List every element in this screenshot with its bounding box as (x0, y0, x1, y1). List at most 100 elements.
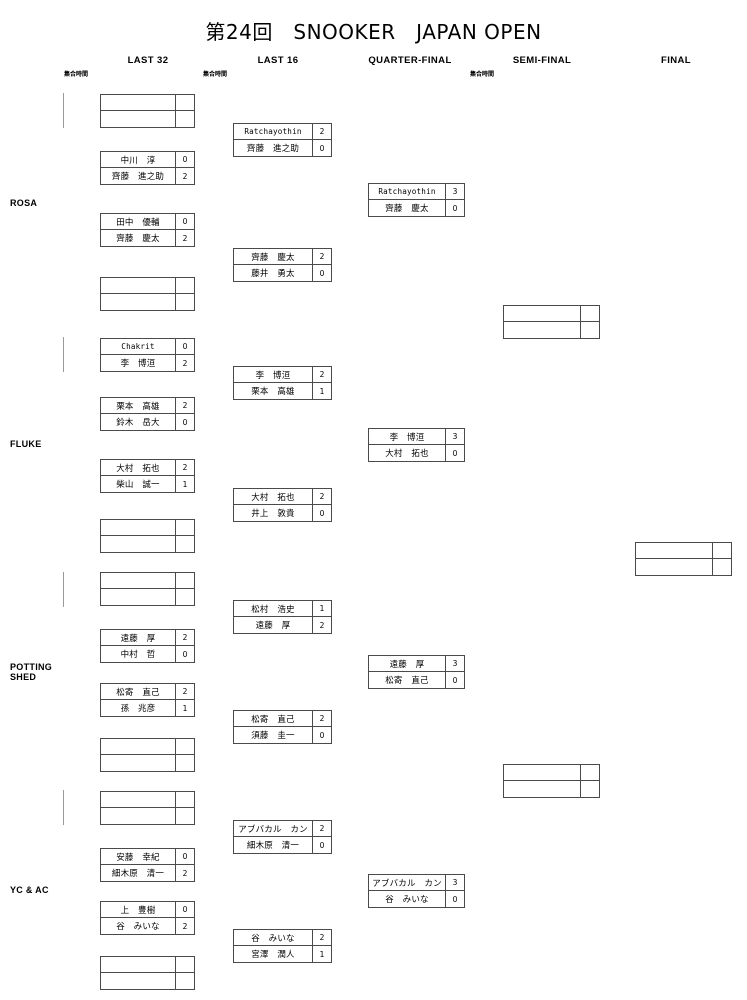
player-name: Ratchayothin (378, 187, 436, 196)
round-header-last-32: LAST 32 (127, 55, 169, 66)
player-name: 松寄 直己 (251, 714, 295, 725)
player-score: 0 (175, 214, 194, 229)
player-name: アブバカル カン (238, 824, 308, 835)
player-score (580, 306, 599, 321)
player-name (101, 95, 175, 110)
match-last32-4[interactable] (100, 277, 195, 311)
meet-time-semi-final: 集合時間 (470, 71, 495, 78)
player-name: 李 博洹 (120, 359, 156, 369)
player-name: 栗本 高雄 (251, 387, 295, 397)
player-name: 遠藤 厚 (255, 621, 291, 631)
player-score: 0 (445, 445, 464, 461)
player-score: 2 (175, 398, 194, 413)
player-name: 齊藤 慶太 (385, 204, 429, 214)
player-score: 2 (312, 821, 331, 836)
player-name: 松寄 直己 (385, 676, 429, 686)
player-score: 2 (175, 865, 194, 881)
player-name: 谷 みいな (116, 922, 160, 932)
player-score (175, 973, 194, 989)
match-last32-13[interactable] (100, 791, 195, 825)
player-score (175, 520, 194, 535)
player-name (101, 520, 175, 535)
player-score: 0 (175, 902, 194, 917)
player-score (175, 278, 194, 293)
round-header-semi-final: SEMI-FINAL (512, 55, 572, 66)
player-name: 谷 みいな (385, 895, 429, 905)
venue-label-fluke: FLUKE (10, 439, 42, 449)
player-score (175, 536, 194, 552)
guide-line-fluke (63, 337, 64, 372)
meet-time-last-32: 集合時間 (64, 71, 89, 78)
match-last32-9[interactable] (100, 572, 195, 606)
player-name: 中川 淳 (120, 155, 156, 166)
player-score: 2 (312, 489, 331, 504)
player-name: 細木原 清一 (246, 841, 300, 851)
player-score: 2 (175, 460, 194, 475)
player-name: Chakrit (121, 342, 155, 351)
match-last32-16[interactable] (100, 956, 195, 990)
player-score: 1 (175, 476, 194, 492)
player-score (712, 559, 731, 575)
player-name: 藤井 勇太 (251, 269, 295, 279)
player-name (101, 792, 175, 807)
player-score: 0 (175, 849, 194, 864)
player-score: 2 (175, 230, 194, 246)
player-score (175, 95, 194, 110)
player-name: 大村 拓也 (385, 449, 429, 459)
player-name: 松村 浩史 (251, 604, 295, 615)
match-last32-8[interactable] (100, 519, 195, 553)
guide-line-yc-ac (63, 790, 64, 825)
player-score: 0 (175, 646, 194, 662)
player-score: 1 (312, 383, 331, 399)
player-score: 1 (175, 700, 194, 716)
player-name: 遠藤 厚 (389, 659, 425, 670)
player-name (504, 765, 580, 780)
player-score: 2 (312, 711, 331, 726)
player-name: 李 博洹 (255, 370, 291, 381)
player-score (175, 808, 194, 824)
match-last32-1[interactable] (100, 94, 195, 128)
player-score: 2 (175, 918, 194, 934)
guide-line-rosa (63, 93, 64, 128)
match-semifinal-1[interactable] (503, 305, 600, 339)
match-last32-12[interactable] (100, 738, 195, 772)
player-score (175, 739, 194, 754)
player-score: 3 (445, 184, 464, 199)
player-name: Ratchayothin (244, 127, 302, 136)
match-semifinal-2[interactable] (503, 764, 600, 798)
round-header-quarter-final: QUARTER-FINAL (368, 55, 452, 66)
player-score (175, 755, 194, 771)
player-score (175, 573, 194, 588)
player-score (580, 765, 599, 780)
player-score (175, 111, 194, 127)
player-score (175, 589, 194, 605)
match-final[interactable] (635, 542, 732, 576)
player-name (101, 294, 175, 310)
player-name: 谷 みいな (251, 933, 295, 944)
player-score: 2 (312, 249, 331, 264)
player-score: 0 (312, 505, 331, 521)
player-name (101, 739, 175, 754)
player-name (101, 808, 175, 824)
